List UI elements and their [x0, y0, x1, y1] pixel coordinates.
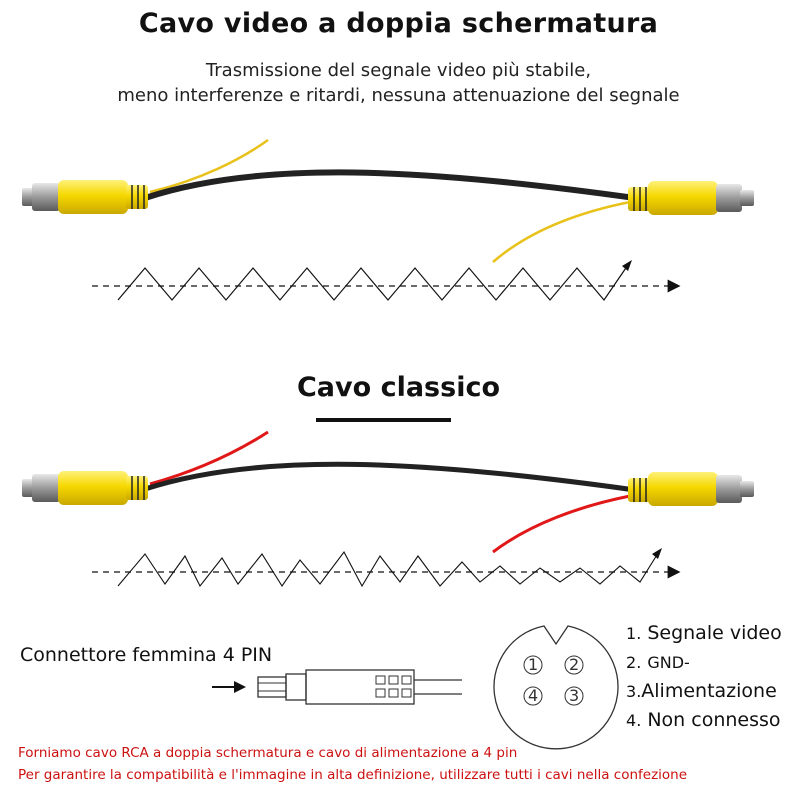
four-pin-connector-illustration	[212, 669, 462, 705]
shielded-signal-wave	[117, 261, 631, 301]
shield-wire-left	[149, 138, 269, 194]
rca-plug-right-bottom	[628, 472, 754, 506]
pin-legend-number: 3	[626, 682, 637, 701]
pin-legend-number: 1	[626, 624, 637, 643]
pin-legend-number: 4	[626, 711, 637, 730]
rca-plug-left-top	[22, 180, 148, 214]
classic-cable-title: Cavo classico	[296, 372, 500, 403]
classic-signal-wave	[117, 549, 661, 588]
shield-wire-right	[492, 200, 631, 263]
pin-face-diagram	[493, 625, 619, 750]
shielded-cable	[22, 138, 754, 301]
pin-legend-number: 2	[626, 653, 637, 672]
pin-legend-label: Non connesso	[647, 709, 781, 731]
pin-face-number-2: 2	[569, 655, 580, 674]
shielded-black-cable	[144, 169, 636, 201]
shielded-cable-subtitle-line1: Trasmissione del segnale video più stabi…	[205, 60, 592, 81]
note-line-1: Forniamo cavo RCA a doppia schermatura e…	[18, 745, 518, 761]
pin-legend-label: GND-	[647, 653, 690, 672]
classic-cable-title-underline	[316, 418, 451, 422]
pin-legend-label: Alimentazione	[641, 680, 777, 702]
rca-plug-right-top	[628, 181, 754, 215]
pin-legend-label: Segnale video	[647, 622, 782, 644]
pin-face-number-4: 4	[528, 686, 539, 705]
classic-cable	[22, 430, 754, 588]
red-wire-right	[492, 494, 631, 554]
pin-legend-1: 1. Segnale video	[626, 622, 782, 644]
note-line-2: Per garantire la compatibilità e l'immag…	[18, 767, 688, 783]
pin-face-number-1: 1	[528, 655, 539, 674]
classic-black-cable	[144, 461, 636, 493]
pin-face-number-3: 3	[569, 686, 580, 705]
shielded-cable-subtitle-line2: meno interferenze e ritardi, nessuna att…	[117, 85, 680, 106]
pin-legend-4: 4. Non connesso	[626, 709, 781, 731]
pin-legend-2: 2. GND-	[626, 653, 690, 672]
connector-label: Connettore femmina 4 PIN	[20, 644, 273, 666]
pin-legend-3: 3.Alimentazione	[626, 680, 777, 702]
shielded-cable-title: Cavo video a doppia schermatura	[138, 8, 659, 39]
red-wire-left	[149, 430, 269, 486]
rca-plug-left-bottom	[22, 471, 148, 505]
